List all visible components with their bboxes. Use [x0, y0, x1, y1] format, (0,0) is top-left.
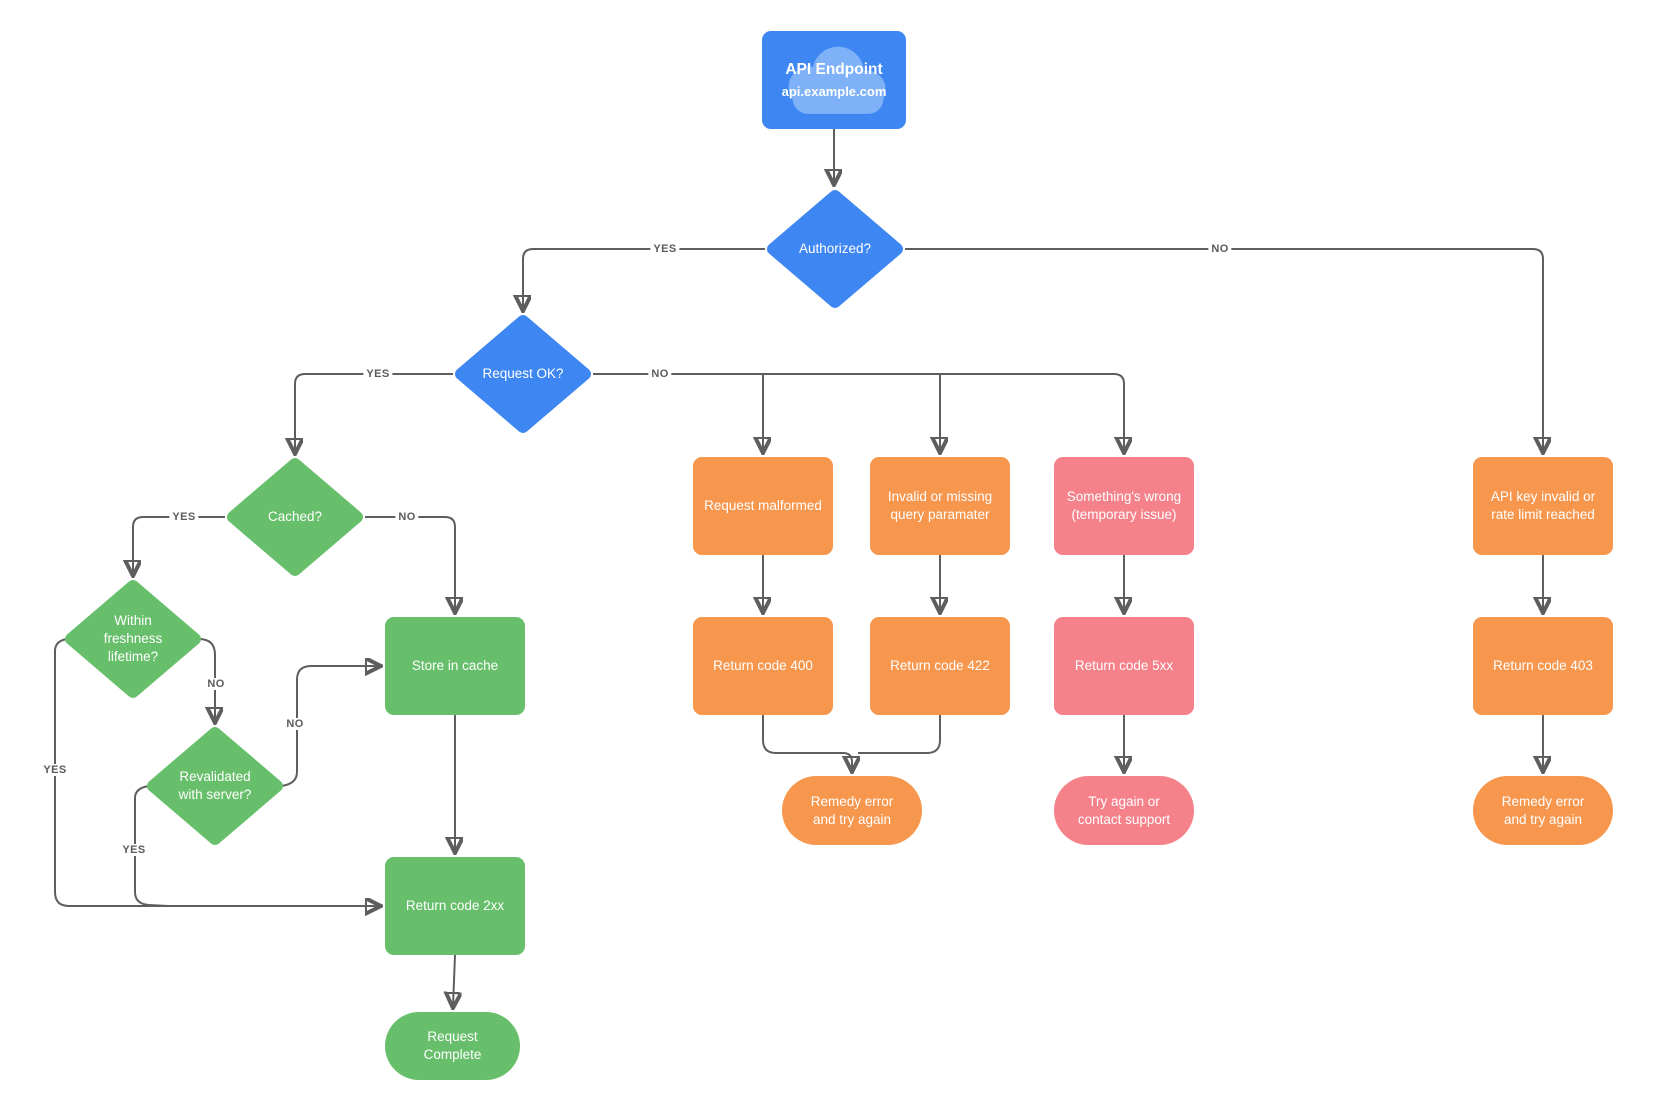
node-authorized[interactable]: Authorized?: [767, 190, 903, 308]
node-try-again-support[interactable]: Try again or contact support: [1054, 776, 1194, 845]
node-label: Something's wrong (temporary issue): [1066, 489, 1182, 522]
node-remedy-error-mid[interactable]: Remedy error and try again: [782, 776, 922, 845]
node-label: Authorized?: [798, 241, 872, 257]
node-within-freshness[interactable]: Within freshness lifetime?: [65, 580, 201, 698]
node-label: Remedy error and try again: [1501, 793, 1585, 827]
node-label: Try again or contact support: [1077, 793, 1171, 827]
node-label: Request Complete: [423, 1029, 482, 1062]
node-store-in-cache[interactable]: Store in cache: [385, 617, 525, 715]
node-label: API key invalid or rate limit reached: [1490, 489, 1596, 522]
edge-cached-no: [365, 516, 455, 611]
node-return-403[interactable]: Return code 403: [1473, 617, 1613, 715]
node-something-wrong[interactable]: Something's wrong (temporary issue): [1054, 457, 1194, 555]
edge-label-revalidated-yes: YES: [119, 844, 149, 856]
edge-label-requestok-yes: YES: [363, 368, 393, 380]
cloud-icon: [788, 46, 886, 114]
node-api-key-invalid[interactable]: API key invalid or rate limit reached: [1473, 457, 1613, 555]
edge-label-requestok-no: NO: [648, 368, 672, 380]
node-return-400[interactable]: Return code 400: [693, 617, 833, 715]
edge-400-to-remedy: [762, 715, 852, 770]
node-api-endpoint[interactable]: API Endpoint api.example.com: [762, 31, 906, 129]
node-label: Return code 403: [1493, 658, 1593, 674]
edge-revalidated-no: [280, 666, 379, 787]
edge-authorized-no: [905, 248, 1543, 451]
node-label-group: API Endpoint api.example.com: [782, 60, 887, 100]
node-revalidated[interactable]: Revalidated with server?: [147, 727, 283, 845]
node-label: Revalidated with server?: [178, 769, 252, 802]
api-endpoint-subtitle: api.example.com: [781, 83, 887, 99]
node-return-422[interactable]: Return code 422: [870, 617, 1010, 715]
node-cached[interactable]: Cached?: [227, 458, 363, 576]
edge-freshness-no: [198, 638, 215, 721]
node-request-complete[interactable]: Request Complete: [385, 1012, 520, 1080]
diamond-shape: [147, 727, 283, 845]
edge-label-cached-yes: YES: [169, 511, 199, 523]
node-return-5xx[interactable]: Return code 5xx: [1054, 617, 1194, 715]
edge-label-authorized-yes: YES: [650, 243, 680, 255]
diamond-shape: [65, 580, 201, 698]
node-label: Request malformed: [704, 498, 822, 514]
node-label: Within freshness lifetime?: [103, 613, 163, 664]
node-label: Store in cache: [411, 658, 499, 674]
node-label: Return code 5xx: [1074, 658, 1174, 674]
node-request-malformed[interactable]: Request malformed: [693, 457, 833, 555]
edge-requestok-no-main: [593, 373, 1124, 451]
edge-requestok-yes: [295, 373, 453, 452]
node-return-2xx[interactable]: Return code 2xx: [385, 857, 525, 955]
node-remedy-error-right[interactable]: Remedy error and try again: [1473, 776, 1613, 845]
node-label: Remedy error and try again: [810, 793, 894, 827]
diamond-shape: [227, 458, 363, 576]
edge-revalidated-yes: [134, 785, 169, 907]
node-label: Return code 422: [890, 658, 990, 674]
edge-cached-yes: [133, 516, 225, 574]
node-label: Request OK?: [482, 366, 564, 382]
edge-authorized-yes: [523, 248, 765, 309]
diamond-shape: [767, 190, 903, 308]
edge-label-freshness-yes: YES: [40, 764, 70, 776]
edge-label-authorized-no: NO: [1208, 243, 1232, 255]
edge-freshness-yes: [54, 638, 379, 906]
edge-2xx-to-complete: [453, 954, 455, 1006]
edge-label-freshness-no: NO: [204, 678, 228, 690]
node-label: Return code 2xx: [405, 898, 505, 914]
node-request-ok[interactable]: Request OK?: [455, 315, 591, 433]
node-label: Invalid or missing query paramater: [887, 489, 993, 522]
edge-422-to-remedy: [858, 715, 941, 754]
edge-label-cached-no: NO: [395, 511, 419, 523]
api-endpoint-title: API Endpoint: [785, 61, 883, 79]
edge-label-revalidated-no: NO: [283, 718, 307, 730]
node-label: Cached?: [267, 509, 323, 525]
node-label: Return code 400: [713, 658, 813, 674]
node-invalid-query[interactable]: Invalid or missing query paramater: [870, 457, 1010, 555]
diamond-shape: [455, 315, 591, 433]
